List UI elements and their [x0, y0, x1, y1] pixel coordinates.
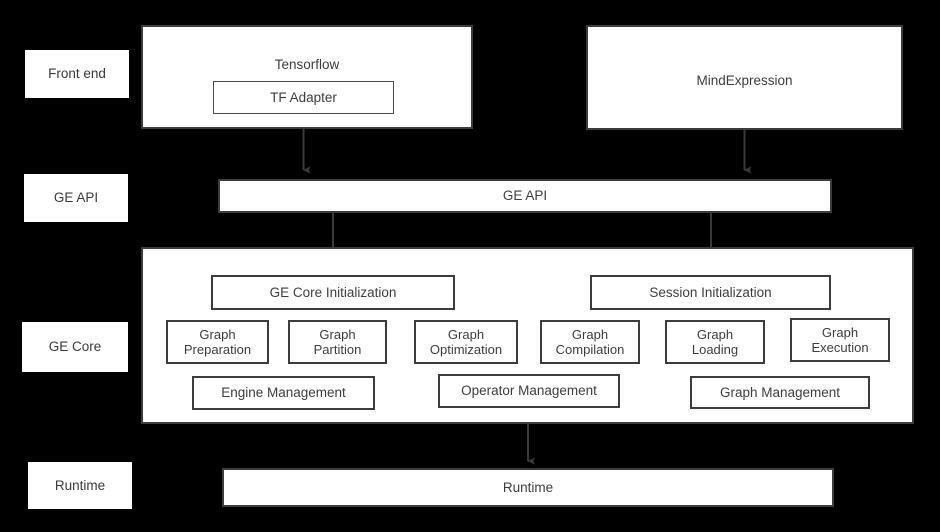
operator-management-box[interactable]: Operator Management	[438, 374, 620, 408]
stage-label-ge-api: GE API	[24, 174, 128, 222]
graph-preparation-label: Graph Preparation	[183, 326, 252, 357]
mindexpression-panel[interactable]: MindExpression	[586, 25, 903, 130]
graph-loading-label: Graph Loading	[691, 326, 739, 357]
graph-preparation-box[interactable]: Graph Preparation	[166, 320, 269, 364]
session-initialization-box[interactable]: Session Initialization	[590, 275, 831, 310]
graph-execution-box[interactable]: Graph Execution	[790, 318, 890, 362]
stage-label-ge-core: GE Core	[22, 322, 128, 372]
runtime-bar-label: Runtime	[502, 479, 554, 495]
ge-core-initialization-label: GE Core Initialization	[269, 284, 397, 300]
stage-label-text: GE Core	[48, 339, 102, 355]
graph-optimization-label: Graph Optimization	[429, 326, 503, 357]
session-initialization-label: Session Initialization	[649, 284, 772, 300]
graph-optimization-box[interactable]: Graph Optimization	[414, 320, 518, 364]
graph-management-label: Graph Management	[719, 384, 841, 400]
mindexpression-panel-title: MindExpression	[696, 73, 793, 88]
stage-label-text: Runtime	[54, 477, 106, 493]
operator-management-label: Operator Management	[461, 383, 597, 399]
graph-loading-box[interactable]: Graph Loading	[665, 320, 765, 364]
graph-execution-label: Graph Execution	[811, 324, 869, 355]
engine-management-label: Engine Management	[221, 385, 346, 401]
runtime-bar[interactable]: Runtime	[222, 468, 834, 507]
engine-management-box[interactable]: Engine Management	[192, 376, 375, 410]
graph-partition-label: Graph Partition	[313, 326, 362, 357]
stage-label-text: GE API	[53, 190, 99, 206]
tf-adapter-label: TF Adapter	[270, 89, 337, 105]
stage-label-text: Front end	[48, 66, 106, 82]
graph-partition-box[interactable]: Graph Partition	[288, 320, 387, 364]
ge-api-bar[interactable]: GE API	[218, 179, 832, 213]
graph-compilation-box[interactable]: Graph Compilation	[540, 320, 640, 364]
stage-label-runtime: Runtime	[28, 462, 132, 509]
ge-api-bar-label: GE API	[502, 188, 548, 204]
tf-adapter-box[interactable]: TF Adapter	[213, 81, 394, 114]
graph-management-box[interactable]: Graph Management	[690, 376, 870, 409]
tensorflow-panel-title: Tensorflow	[274, 57, 340, 72]
stage-label-front-end: Front end	[25, 50, 129, 98]
graph-compilation-label: Graph Compilation	[555, 326, 625, 357]
ge-core-initialization-box[interactable]: GE Core Initialization	[211, 275, 455, 310]
